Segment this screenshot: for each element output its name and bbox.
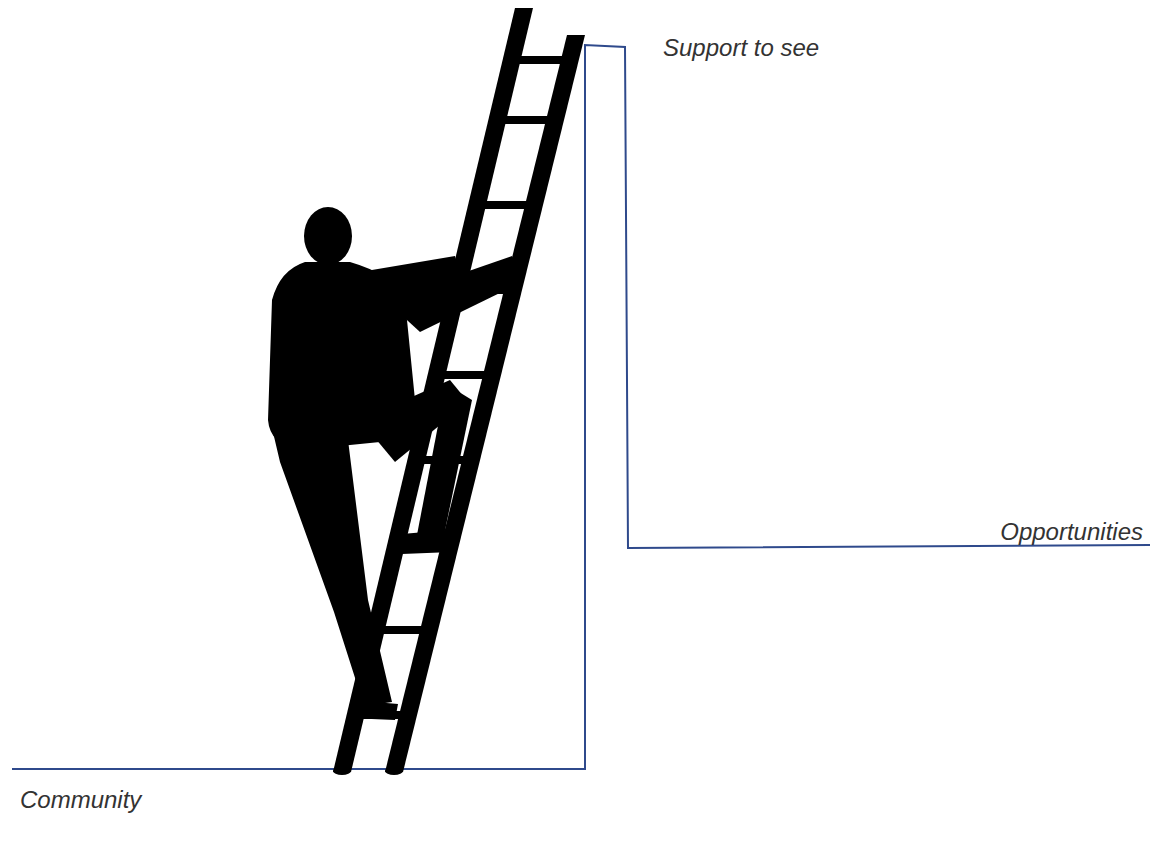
- ladder-rung: [497, 116, 555, 124]
- ladder-rung: [512, 56, 570, 64]
- ladder-rail: [385, 35, 585, 772]
- ladder-rung: [457, 286, 512, 294]
- ladder-rung: [375, 626, 427, 634]
- rail-foot: [385, 767, 403, 775]
- climber-silhouette: [268, 207, 522, 720]
- ladder-rung: [477, 201, 534, 209]
- ladder-rung: [355, 711, 406, 719]
- annotation-label: Support to see: [663, 34, 819, 63]
- step-line: [12, 45, 1150, 769]
- ladder-rung: [436, 371, 491, 379]
- ladder-rungs: [355, 60, 570, 715]
- ladder: [333, 8, 585, 775]
- ladder-rung: [396, 541, 449, 549]
- ladder-rung: [416, 456, 470, 464]
- head: [304, 207, 352, 265]
- rail-foot: [333, 767, 351, 775]
- annotation-label: Community: [20, 786, 141, 815]
- annotation-label: Opportunities: [1000, 518, 1143, 547]
